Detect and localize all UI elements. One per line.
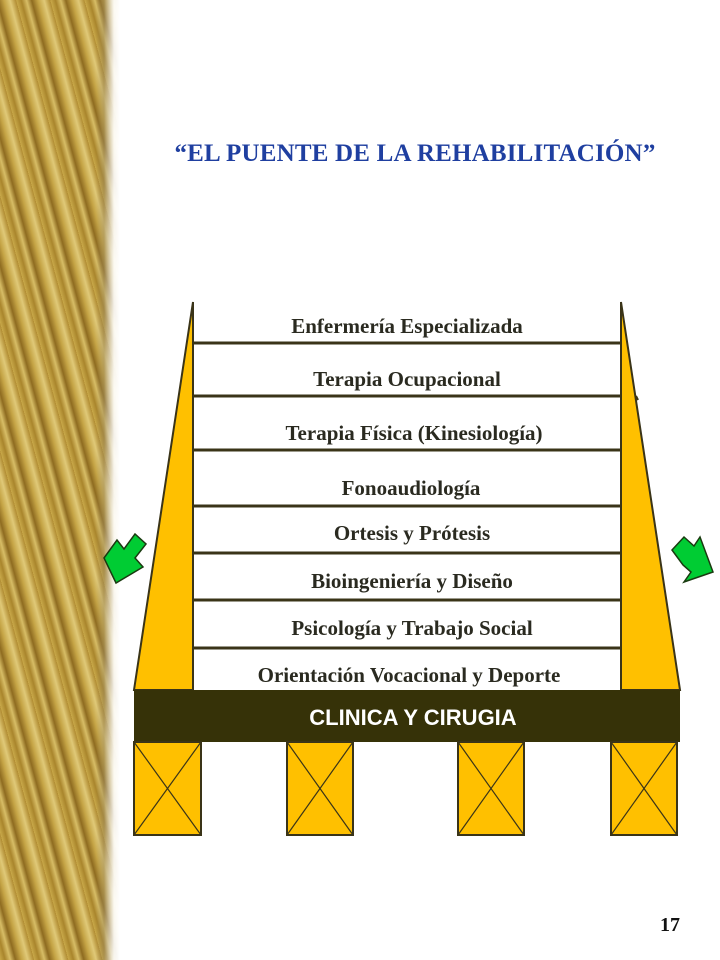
bamboo-border-decoration [0, 0, 120, 960]
pillar [286, 741, 354, 836]
base-slab [134, 690, 680, 742]
page-title: “EL PUENTE DE LA REHABILITACIÓN” [174, 140, 656, 167]
level-label: Terapia Ocupacional [313, 367, 501, 391]
level-label: Psicología y Trabajo Social [291, 616, 532, 640]
pillar [133, 741, 202, 836]
left-tower [132, 301, 194, 691]
pillar [457, 741, 525, 836]
page-number: 17 [660, 914, 680, 936]
tick-mark [635, 395, 639, 401]
level-label: Fonoaudiología [342, 476, 481, 500]
pillar [610, 741, 678, 836]
level-label: Orientación Vocacional y Deporte [258, 663, 561, 687]
level-label: Bioingeniería y Diseño [311, 569, 513, 593]
arrow-left-icon [103, 532, 148, 585]
right-tower [620, 301, 682, 691]
arrow-right-icon [671, 535, 714, 584]
level-label: Terapia Física (Kinesiología) [285, 421, 542, 445]
pillars-group [133, 741, 678, 836]
level-label: Ortesis y Prótesis [334, 521, 490, 545]
base-label: CLINICA Y CIRUGIA [309, 705, 517, 730]
levels-group: Enfermería Especializada Terapia Ocupaci… [193, 314, 621, 687]
level-label: Enfermería Especializada [291, 314, 523, 338]
